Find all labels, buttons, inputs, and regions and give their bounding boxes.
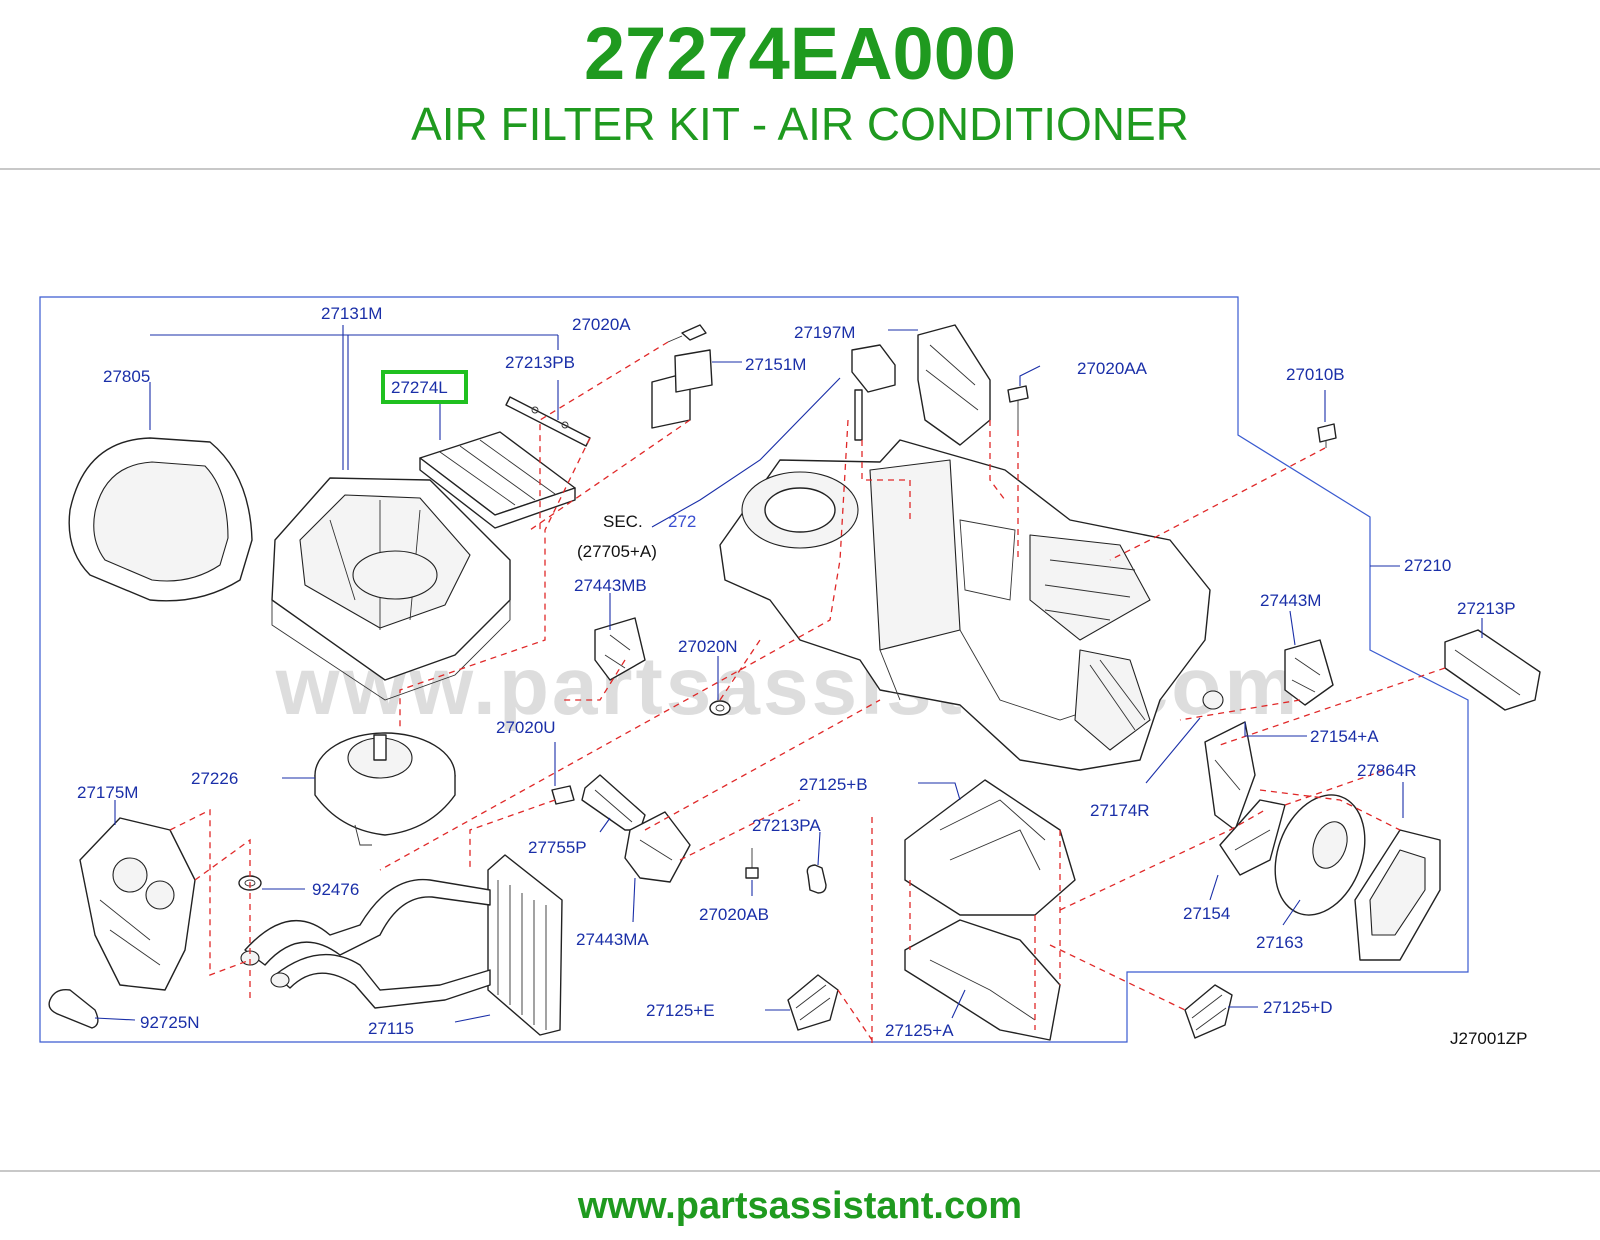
label-27125D: 27125+D: [1263, 998, 1332, 1017]
label-27020A: 27020A: [572, 315, 631, 334]
label-27210: 27210: [1404, 556, 1451, 575]
pad-27020U-part: [551, 785, 575, 805]
label-27175M: 27175M: [77, 783, 138, 802]
leader-lines: [94, 325, 1483, 1023]
fan-27163-part: [1274, 794, 1366, 916]
actuator-27443MB-part: [594, 617, 646, 681]
bolt-27020AA-part: [1007, 385, 1029, 430]
duct-seal-27213P-part: [1444, 629, 1541, 711]
footer-url-link[interactable]: www.partsassistant.com: [577, 1185, 1023, 1227]
clip-27010B-part: [1317, 423, 1337, 448]
screw-27020A-part: [667, 324, 707, 343]
label-27805: 27805: [103, 367, 150, 386]
header: 27274EA000 AIR FILTER KIT - AIR CONDITIO…: [0, 0, 1600, 170]
label-27197M: 27197M: [794, 323, 855, 342]
label-27443MB: 27443MB: [574, 576, 647, 595]
part-labels: 27131M 27805 27274L 27213PB 27020A 27151…: [77, 304, 1528, 1048]
label-27443MA: 27443MA: [576, 930, 649, 949]
label-27131M: 27131M: [321, 304, 382, 323]
label-27020AA: 27020AA: [1077, 359, 1148, 378]
actuator-27443M-part: [1284, 639, 1334, 706]
grommet-92725N-part: [48, 989, 99, 1029]
tray-27125A-part: [904, 919, 1061, 1041]
bushing-27213PA-part: [806, 864, 827, 894]
label-27755P: 27755P: [528, 838, 587, 857]
label-27010B: 27010B: [1286, 365, 1345, 384]
part-number-title: 27274EA000: [583, 12, 1017, 95]
label-27125A: 27125+A: [885, 1021, 954, 1040]
dashed-connection-lines: [169, 341, 1446, 1045]
label-27154: 27154: [1183, 904, 1230, 923]
seal-27755P-part: [581, 774, 646, 831]
label-27020N: 27020N: [678, 637, 738, 656]
intake-case-part: [271, 477, 511, 701]
ring-gasket-part: [68, 437, 253, 602]
label-27125B: 27125+B: [799, 775, 868, 794]
heater-unit-assembly-part: [719, 439, 1223, 771]
housing-27175M-part: [79, 817, 196, 991]
label-sec-sub: (27705+A): [577, 542, 657, 561]
grille-27125E-part: [787, 974, 839, 1031]
blower-resistor-part: [651, 349, 713, 429]
label-27115: 27115: [368, 1019, 414, 1038]
label-27151M: 27151M: [745, 355, 806, 374]
grille-27125D-part: [1184, 984, 1233, 1039]
diagram-code: J27001ZP: [1450, 1029, 1528, 1048]
label-27163: 27163: [1256, 933, 1303, 952]
nut-27020N-part: [709, 700, 731, 716]
label-27213PB: 27213PB: [505, 353, 575, 372]
label-27226: 27226: [191, 769, 238, 788]
label-27213PA: 27213PA: [752, 816, 821, 835]
linkage-27154A-part: [1204, 721, 1256, 831]
heater-core-part: [240, 854, 563, 1036]
label-27864R: 27864R: [1357, 761, 1417, 780]
seal-strip-part: [505, 396, 591, 447]
part-27174R: [1202, 690, 1224, 710]
label-27274L: 27274L: [391, 378, 448, 397]
diagram-frame: [39, 296, 1469, 1043]
label-27213P: 27213P: [1457, 599, 1516, 618]
header-divider: [0, 168, 1600, 170]
air-filter-element-part: [419, 431, 576, 529]
actuator-27443MA-part: [624, 811, 691, 883]
highlighted-part-box: [381, 370, 468, 404]
footer-divider: [0, 1170, 1600, 1172]
plate-27864R-part: [1354, 829, 1441, 961]
intake-sensor-part: [851, 344, 896, 441]
part-description-title: AIR FILTER KIT - AIR CONDITIONER: [411, 98, 1189, 150]
label-27020AB: 27020AB: [699, 905, 769, 924]
linkage-27154-part: [1219, 799, 1286, 876]
label-92725N: 92725N: [140, 1013, 200, 1032]
label-92476: 92476: [312, 880, 359, 899]
label-27174R: 27174R: [1090, 801, 1150, 820]
control-module-part: [917, 324, 991, 446]
label-sec-number: 272: [668, 512, 696, 531]
label-27020U: 27020U: [496, 718, 556, 737]
label-27154A: 27154+A: [1310, 727, 1379, 746]
label-27443M: 27443M: [1260, 591, 1321, 610]
screw-27020AB-part: [745, 848, 759, 879]
label-27125E: 27125+E: [646, 1001, 715, 1020]
label-sec-prefix: SEC.: [603, 512, 643, 531]
case-27125B-part: [904, 779, 1076, 916]
blower-motor-part: [314, 732, 456, 846]
